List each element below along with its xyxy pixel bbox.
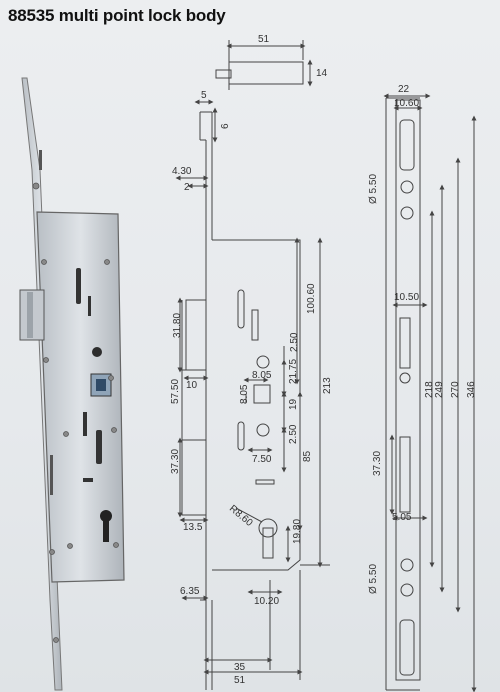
dim-side-430: 4.30 xyxy=(172,166,192,177)
lock-body-photo xyxy=(19,77,125,691)
dim-front-250a: 2.50 xyxy=(289,332,300,352)
dim-rear-3730: 37.30 xyxy=(372,451,383,476)
lock-case xyxy=(36,211,125,583)
dim-side-10: 10 xyxy=(186,380,198,391)
dim-rear-249: 249 xyxy=(434,381,445,398)
dim-front-85: 85 xyxy=(302,450,313,462)
dim-side-5: 5 xyxy=(201,90,207,101)
dim-rear-550b: Ø 5.50 xyxy=(368,564,379,594)
dim-side-635: 6.35 xyxy=(180,586,200,597)
top-view-drawing xyxy=(215,40,313,90)
drawing-title: 88535 multi point lock body xyxy=(8,6,226,25)
dim-rear-22: 22 xyxy=(398,84,410,95)
dim-front-250b: 2.50 xyxy=(288,424,299,444)
dim-side-5750: 57.50 xyxy=(170,379,181,404)
dim-side-6: 6 xyxy=(220,123,231,129)
dim-front-19: 19 xyxy=(288,398,299,410)
dim-front-10060: 100.60 xyxy=(306,283,317,314)
dim-front-1980: 19.80 xyxy=(292,519,303,544)
front-view-drawing xyxy=(235,237,330,595)
dim-top-width: 51 xyxy=(258,34,270,45)
dim-top-height: 14 xyxy=(316,68,328,79)
dim-side-135: 13.5 xyxy=(183,522,203,533)
dim-side-2: 2 xyxy=(184,182,190,193)
dim-rear-1050: 10.50 xyxy=(394,292,419,303)
dim-rear-1060: 10.60 xyxy=(394,98,419,109)
dim-front-213: 213 xyxy=(322,377,333,394)
dim-rear-550a: Ø 5.50 xyxy=(368,174,379,204)
dim-front-r860: R8.60 xyxy=(227,503,255,529)
dim-side-51: 51 xyxy=(234,675,246,686)
dim-rear-270: 270 xyxy=(450,381,461,398)
dim-front-2175: 21.75 xyxy=(288,359,299,384)
dim-front-750: 7.50 xyxy=(252,454,272,465)
dim-side-3730: 37.30 xyxy=(170,449,181,474)
dim-front-805: 8.05 xyxy=(252,370,272,381)
dim-side-35: 35 xyxy=(234,662,246,673)
dim-side-3180: 31.80 xyxy=(172,313,183,338)
rear-view-drawing xyxy=(383,93,477,692)
case-slot xyxy=(76,268,81,304)
dim-rear-346: 346 xyxy=(466,381,477,398)
dim-rear-218: 218 xyxy=(424,381,435,398)
side-view-drawing xyxy=(175,99,303,690)
dim-front-805b: 8.05 xyxy=(239,384,250,404)
dim-rear-505: 5.05 xyxy=(392,512,412,523)
dim-front-1020: 10.20 xyxy=(254,596,279,607)
